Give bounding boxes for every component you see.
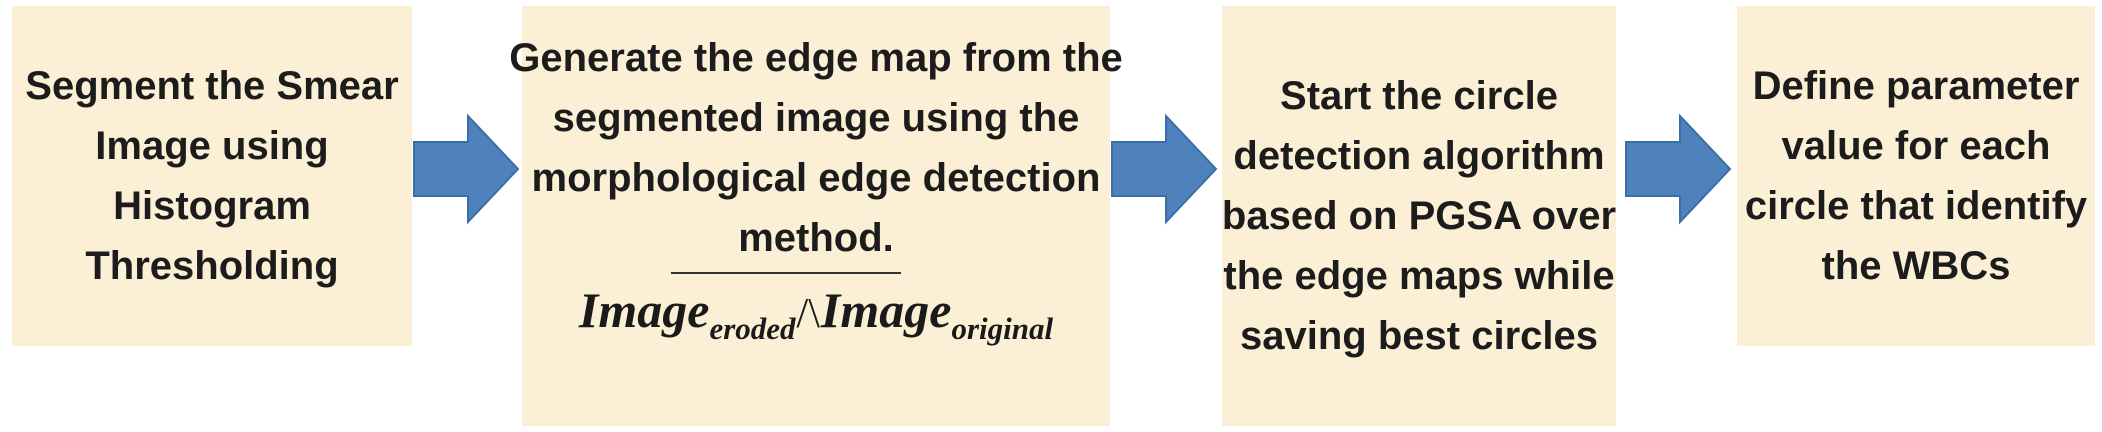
formula-operator: /\ (796, 291, 820, 337)
step-2-line-2: segmented image using the (552, 96, 1080, 140)
edge-map-formula: Imageeroded/\Imageoriginal (579, 280, 1053, 347)
step-1-line-2: Image using (95, 124, 329, 168)
formula-left-subscript: eroded (709, 311, 796, 346)
step-1-line-1: Segment the Smear (25, 64, 399, 108)
formula-right-subscript: original (951, 311, 1054, 346)
step-1-line-3: Histogram (113, 184, 311, 228)
step-2-line-1: Generate the edge map from the (509, 36, 1123, 80)
step-4-line-4: the WBCs (1821, 244, 2011, 288)
step-4-box: Define parameter value for each circle t… (1737, 6, 2095, 346)
step-4-line-1: Define parameter (1752, 64, 2080, 108)
step-1-line-4: Thresholding (85, 244, 339, 288)
step-4-line-2: value for each (1781, 124, 2051, 168)
step-3-line-4: the edge maps while (1223, 254, 1615, 298)
formula-left-base: Image (578, 282, 710, 338)
step-3-line-3: based on PGSA over (1221, 194, 1617, 238)
fraction-rule (671, 272, 901, 274)
step-4-line-3: circle that identify (1744, 184, 2088, 228)
right-arrow-icon (1625, 113, 1732, 225)
right-arrow-icon (1111, 113, 1218, 225)
formula-right-base: Image (820, 282, 952, 338)
step-3-box: Start the circle detection algorithm bas… (1222, 6, 1616, 426)
step-2-line-3: morphological edge detection (531, 156, 1101, 200)
step-2-line-4: method. (738, 216, 894, 260)
step-3-line-2: detection algorithm (1233, 134, 1605, 178)
step-3-line-5: saving best circles (1240, 314, 1598, 358)
right-arrow-icon (413, 113, 520, 225)
step-2-box: Generate the edge map from the segmented… (509, 6, 1123, 426)
step-3-line-1: Start the circle (1280, 74, 1558, 118)
step-1-box: Segment the Smear Image using Histogram … (12, 6, 412, 346)
